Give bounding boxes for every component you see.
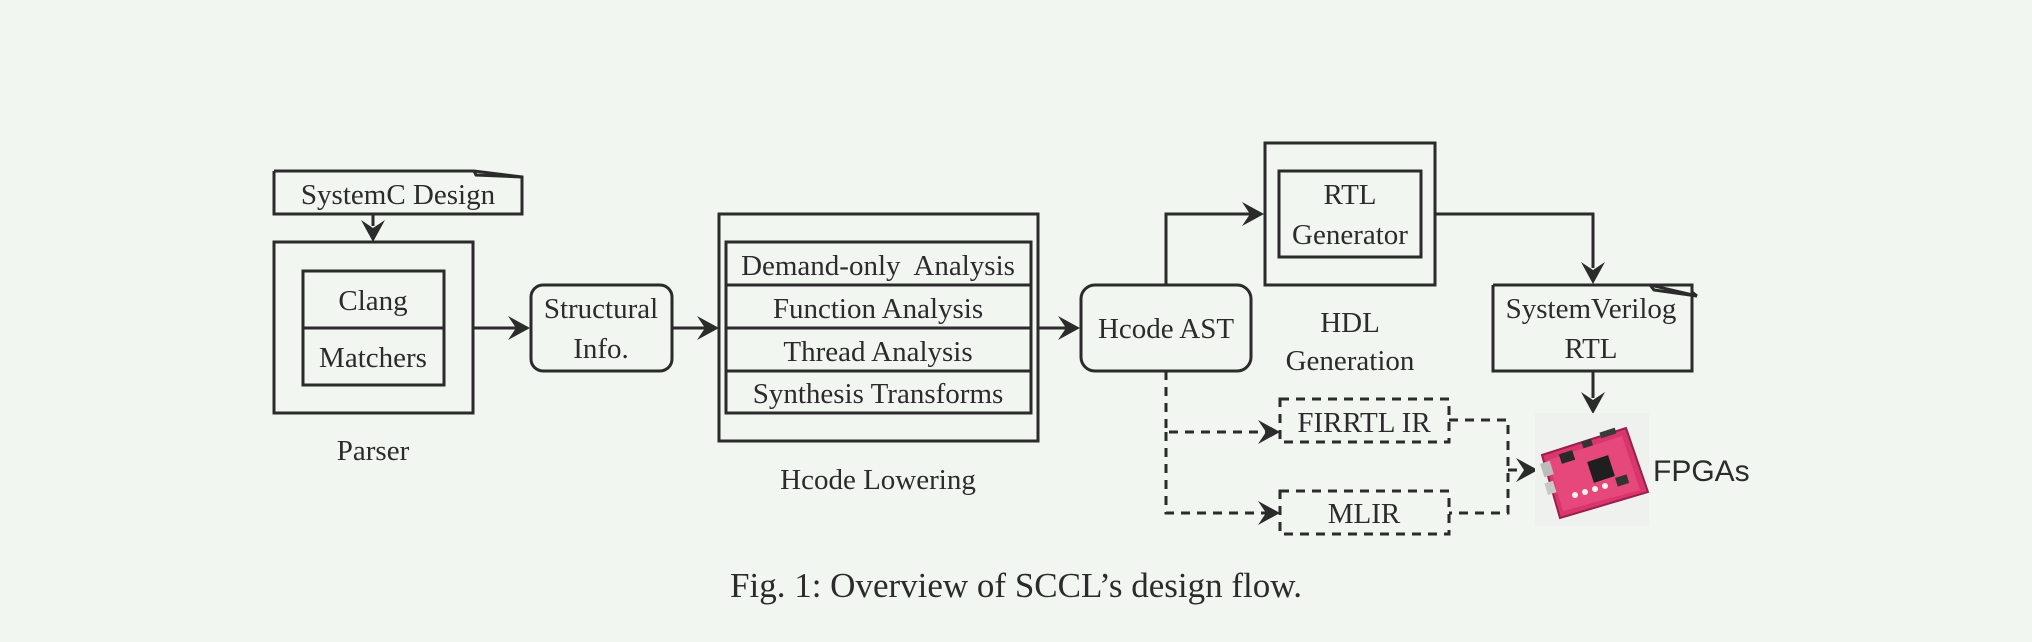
arrowhead-ast-to-rtl <box>1242 202 1264 226</box>
rtl-generator-node: RTL Generator <box>1263 141 1437 287</box>
arrowhead-parser-to-structural <box>508 316 530 340</box>
figure-caption: Fig. 1: Overview of SCCL’s design flow. <box>730 566 1302 605</box>
rtl-label-line1: RTL <box>1323 179 1376 211</box>
mlir-label: MLIR <box>1328 498 1401 530</box>
matchers-label: Matchers <box>319 342 427 374</box>
hcode-lowering-node: Demand-only Analysis Function Analysis T… <box>717 212 1040 443</box>
thread-analysis-label: Thread Analysis <box>783 336 972 368</box>
systemc-design-label: SystemC Design <box>301 179 496 211</box>
structural-label-line1: Structural <box>544 293 658 325</box>
arrowhead-systemc-to-parser <box>361 220 385 242</box>
parser-node: Clang Matchers <box>272 240 475 415</box>
clang-label: Clang <box>338 285 407 317</box>
rtl-label-line2: Generator <box>1292 219 1408 251</box>
systemc-design-node: SystemC Design <box>272 169 524 216</box>
structural-label-line2: Info. <box>573 333 629 365</box>
hcode-lowering-caption: Hcode Lowering <box>780 464 976 496</box>
systemverilog-label-line1: SystemVerilog <box>1506 293 1677 325</box>
systemverilog-label-line2: RTL <box>1564 333 1617 365</box>
arrowhead-systemverilog-to-fpgas <box>1581 392 1605 414</box>
function-analysis-label: Function Analysis <box>773 293 983 325</box>
arrowhead-lowering-to-ast <box>1058 316 1080 340</box>
arrow-rtl-to-systemverilog <box>1435 212 1595 268</box>
synthesis-transforms-label: Synthesis Transforms <box>753 378 1004 410</box>
arrow-ast-to-rtl <box>1164 212 1250 285</box>
hcode-ast-node: Hcode AST <box>1079 283 1253 373</box>
systemverilog-rtl-node: SystemVerilog RTL <box>1491 283 1698 373</box>
structural-info-node: Structural Info. <box>529 283 674 373</box>
hdl-caption-line1: HDL <box>1320 307 1380 339</box>
arrowhead-structural-to-lowering <box>697 316 719 340</box>
firrtl-label: FIRRTL IR <box>1297 407 1431 439</box>
arrow-ast-to-mlir <box>1164 432 1266 515</box>
firrtl-ir-node: FIRRTL IR <box>1278 397 1451 444</box>
hdl-caption-line2: Generation <box>1286 345 1415 377</box>
arrow-firrtl-to-fpgas <box>1449 418 1510 515</box>
demand-only-analysis-label: Demand-only Analysis <box>741 250 1015 282</box>
mlir-node: MLIR <box>1278 489 1451 536</box>
arrow-ast-to-firrtl <box>1164 371 1266 434</box>
arrowhead-ast-to-firrtl <box>1258 420 1280 444</box>
fpga-board-image <box>1535 413 1650 526</box>
arrowhead-merge-to-fpgas <box>1516 458 1538 482</box>
hcode-ast-label: Hcode AST <box>1098 313 1234 345</box>
arrowhead-ast-to-mlir <box>1258 501 1280 525</box>
arrowhead-rtl-to-systemverilog <box>1581 262 1605 284</box>
parser-caption: Parser <box>337 435 410 467</box>
fpgas-label: FPGAs <box>1653 455 1750 488</box>
